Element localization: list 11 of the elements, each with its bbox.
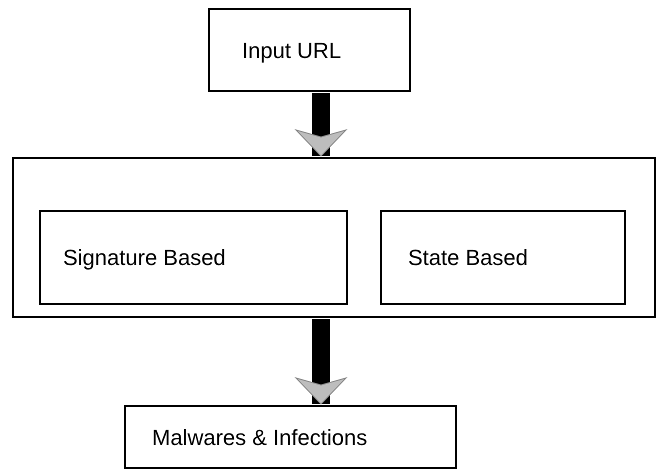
process-box: [124, 405, 457, 469]
process-box: [380, 210, 626, 305]
node-label: Malwares & Infections: [152, 425, 368, 451]
process-box: [39, 210, 348, 305]
block-arrow: [296, 319, 346, 404]
block-arrow: [296, 93, 346, 156]
node-label: Signature Based: [63, 245, 226, 271]
node-label: Input URL: [242, 38, 342, 64]
node-label: State Based: [408, 245, 528, 271]
container-box: [12, 157, 656, 318]
process-box: [208, 8, 411, 92]
